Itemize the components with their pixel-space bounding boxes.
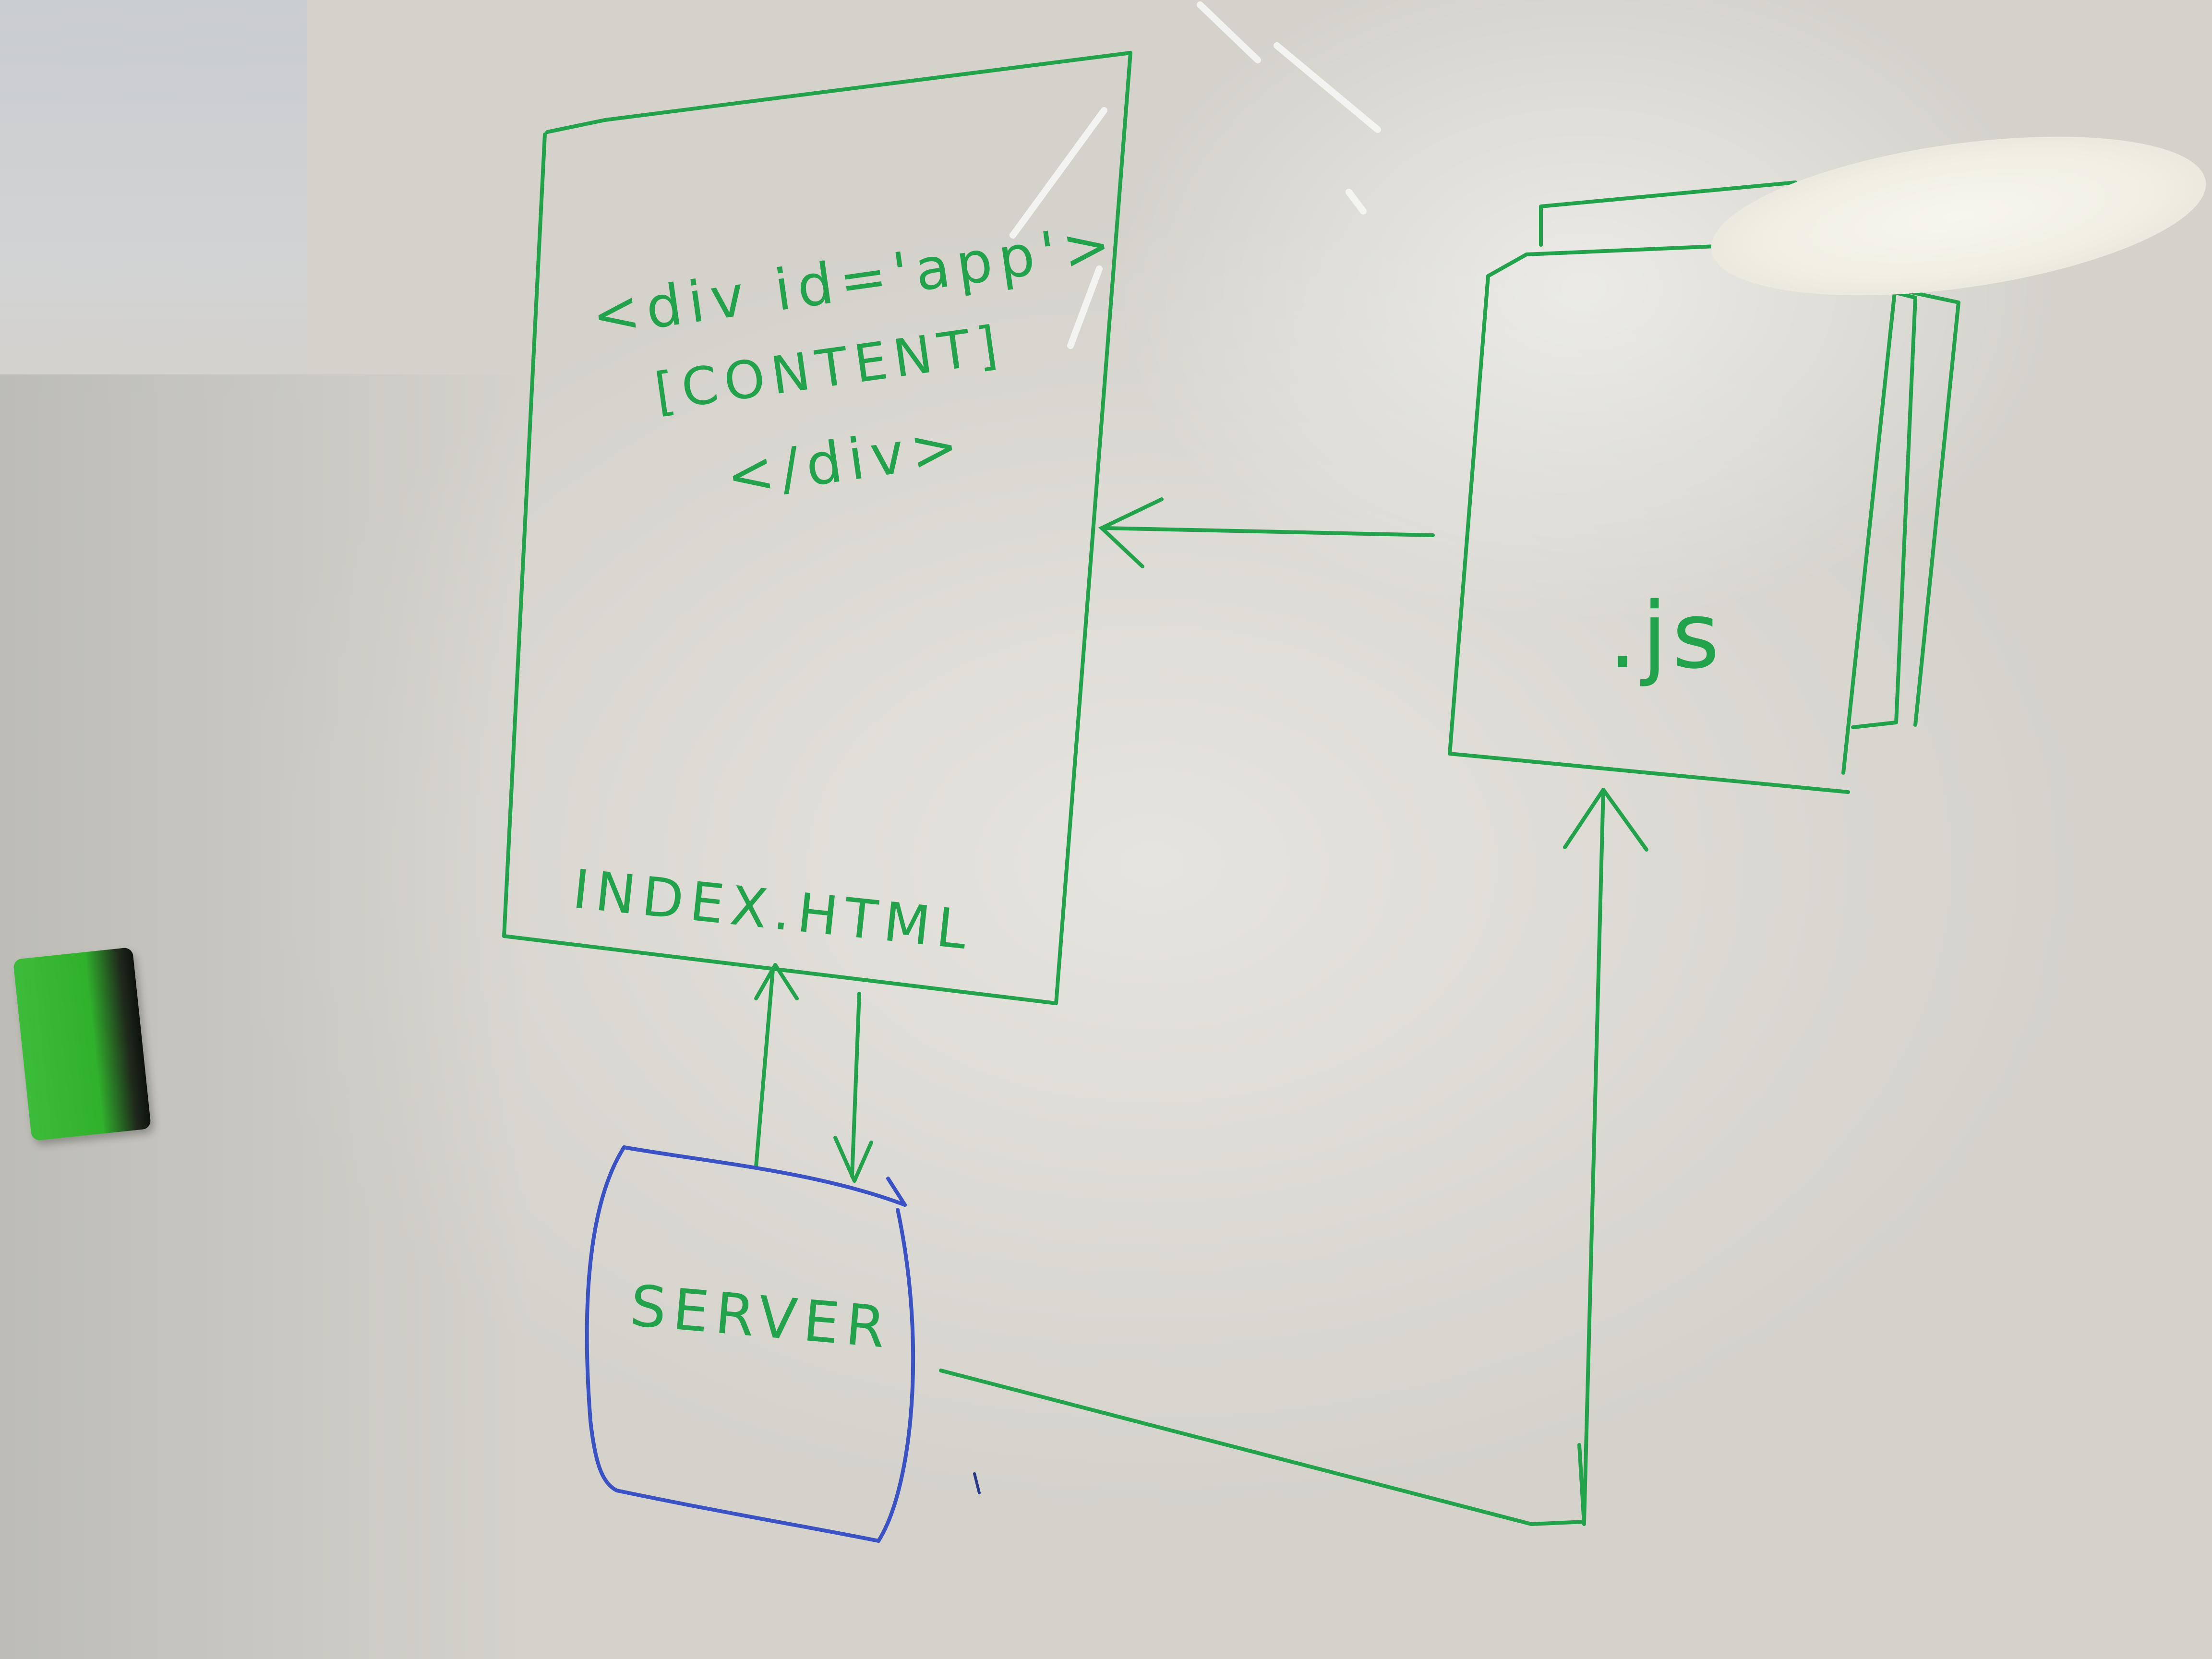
js-file-label: .js [1608,583,1724,689]
html-file-caption: INDEX.HTML [570,858,976,962]
server-label: SERVER [628,1272,895,1361]
server-box [585,1145,981,1543]
whiteboard-eraser [12,947,152,1142]
wall-background [0,0,307,422]
light-reflections [1010,1,1381,349]
server-to-js-arrow [939,788,1648,1526]
html-server-arrows [754,963,873,1183]
html-line-div-open: <div id='app'> [588,210,1121,349]
html-file-box [502,51,1132,1005]
js-to-html-arrow [1098,497,1435,568]
html-line-div-close: </div> [722,411,969,510]
